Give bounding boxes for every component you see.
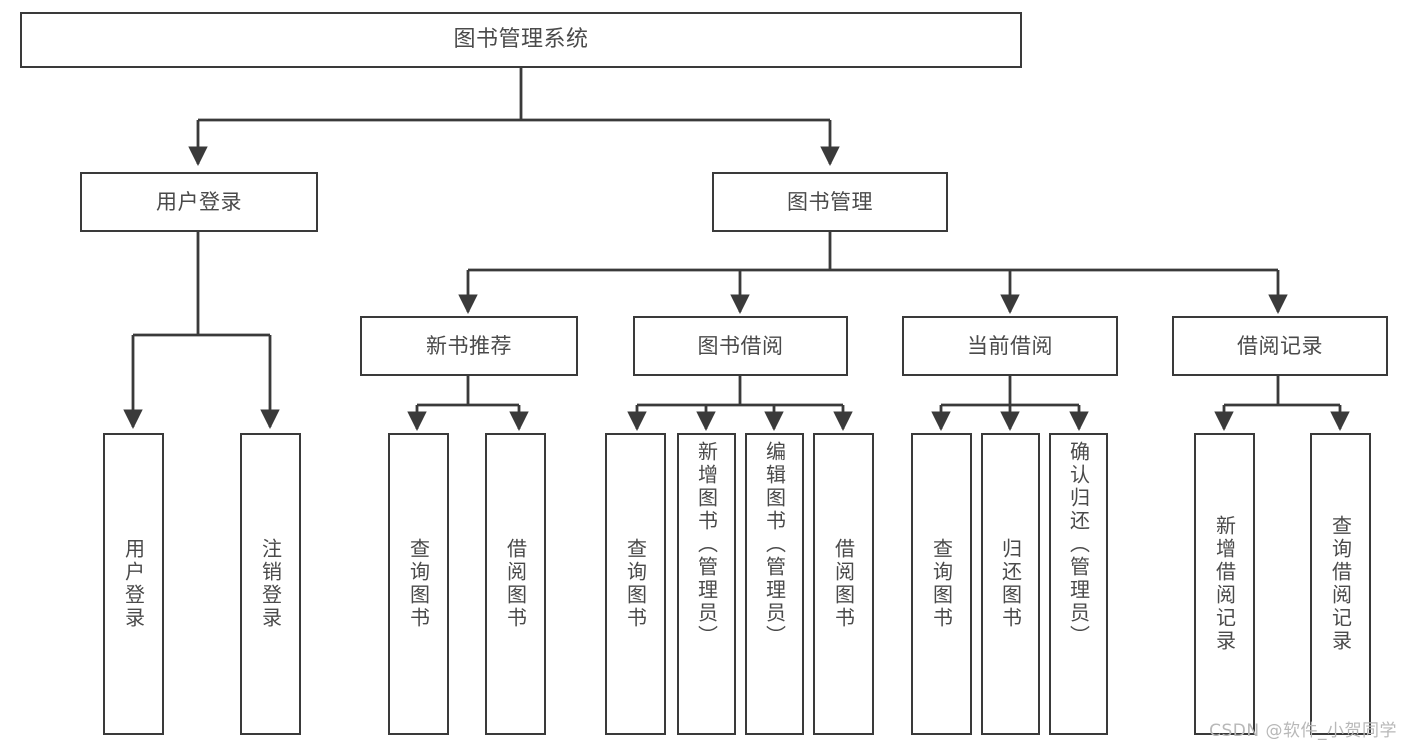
node-leaf-bb-edit-book[interactable]: 编辑图书（管理员） (745, 433, 804, 735)
node-leaf-bb-add-book[interactable]: 新增图书（管理员） (677, 433, 736, 735)
node-leaf-user-login[interactable]: 用户登录 (103, 433, 164, 735)
node-leaf-br-add-record-label: 新增借阅记录 (1212, 515, 1237, 653)
node-leaf-cb-confirm-return[interactable]: 确认归还（管理员） (1049, 433, 1108, 735)
node-leaf-br-query-record[interactable]: 查询借阅记录 (1310, 433, 1371, 735)
node-root-system-label: 图书管理系统 (453, 27, 589, 53)
node-leaf-cb-return-book[interactable]: 归还图书 (981, 433, 1040, 735)
node-borrow-record[interactable]: 借阅记录 (1172, 316, 1388, 376)
node-current-borrow-label: 当前借阅 (967, 333, 1053, 358)
node-leaf-bb-add-book-label: 新增图书（管理员） (694, 441, 719, 648)
node-user-login-label: 用户登录 (156, 189, 242, 214)
node-leaf-user-login-label: 用户登录 (121, 538, 146, 630)
node-book-borrow[interactable]: 图书借阅 (633, 316, 848, 376)
node-leaf-bb-borrow-book[interactable]: 借阅图书 (813, 433, 874, 735)
node-new-book-recommend[interactable]: 新书推荐 (360, 316, 578, 376)
node-new-book-recommend-label: 新书推荐 (426, 333, 512, 358)
node-book-manage-label: 图书管理 (787, 189, 873, 214)
node-leaf-cb-return-book-label: 归还图书 (998, 538, 1023, 630)
node-leaf-bb-edit-book-label: 编辑图书（管理员） (762, 441, 787, 648)
node-user-login[interactable]: 用户登录 (80, 172, 318, 232)
node-leaf-cb-query-book-label: 查询图书 (929, 538, 954, 630)
node-leaf-nb-query-book[interactable]: 查询图书 (388, 433, 449, 735)
node-leaf-bb-query-book[interactable]: 查询图书 (605, 433, 666, 735)
node-book-manage[interactable]: 图书管理 (712, 172, 948, 232)
node-root-system[interactable]: 图书管理系统 (20, 12, 1022, 68)
node-leaf-nb-borrow-book[interactable]: 借阅图书 (485, 433, 546, 735)
node-leaf-cb-query-book[interactable]: 查询图书 (911, 433, 972, 735)
node-leaf-br-add-record[interactable]: 新增借阅记录 (1194, 433, 1255, 735)
node-leaf-bb-borrow-book-label: 借阅图书 (831, 538, 856, 630)
node-leaf-nb-query-book-label: 查询图书 (406, 538, 431, 630)
node-current-borrow[interactable]: 当前借阅 (902, 316, 1118, 376)
node-leaf-logout[interactable]: 注销登录 (240, 433, 301, 735)
node-leaf-bb-query-book-label: 查询图书 (623, 538, 648, 630)
node-leaf-nb-borrow-book-label: 借阅图书 (503, 538, 528, 630)
node-leaf-cb-confirm-return-label: 确认归还（管理员） (1066, 441, 1091, 648)
node-leaf-logout-label: 注销登录 (258, 538, 283, 630)
node-leaf-br-query-record-label: 查询借阅记录 (1328, 515, 1353, 653)
node-book-borrow-label: 图书借阅 (697, 333, 784, 358)
csdn-watermark: CSDN @软件_小贺同学 (1209, 721, 1397, 741)
node-borrow-record-label: 借阅记录 (1237, 333, 1323, 358)
